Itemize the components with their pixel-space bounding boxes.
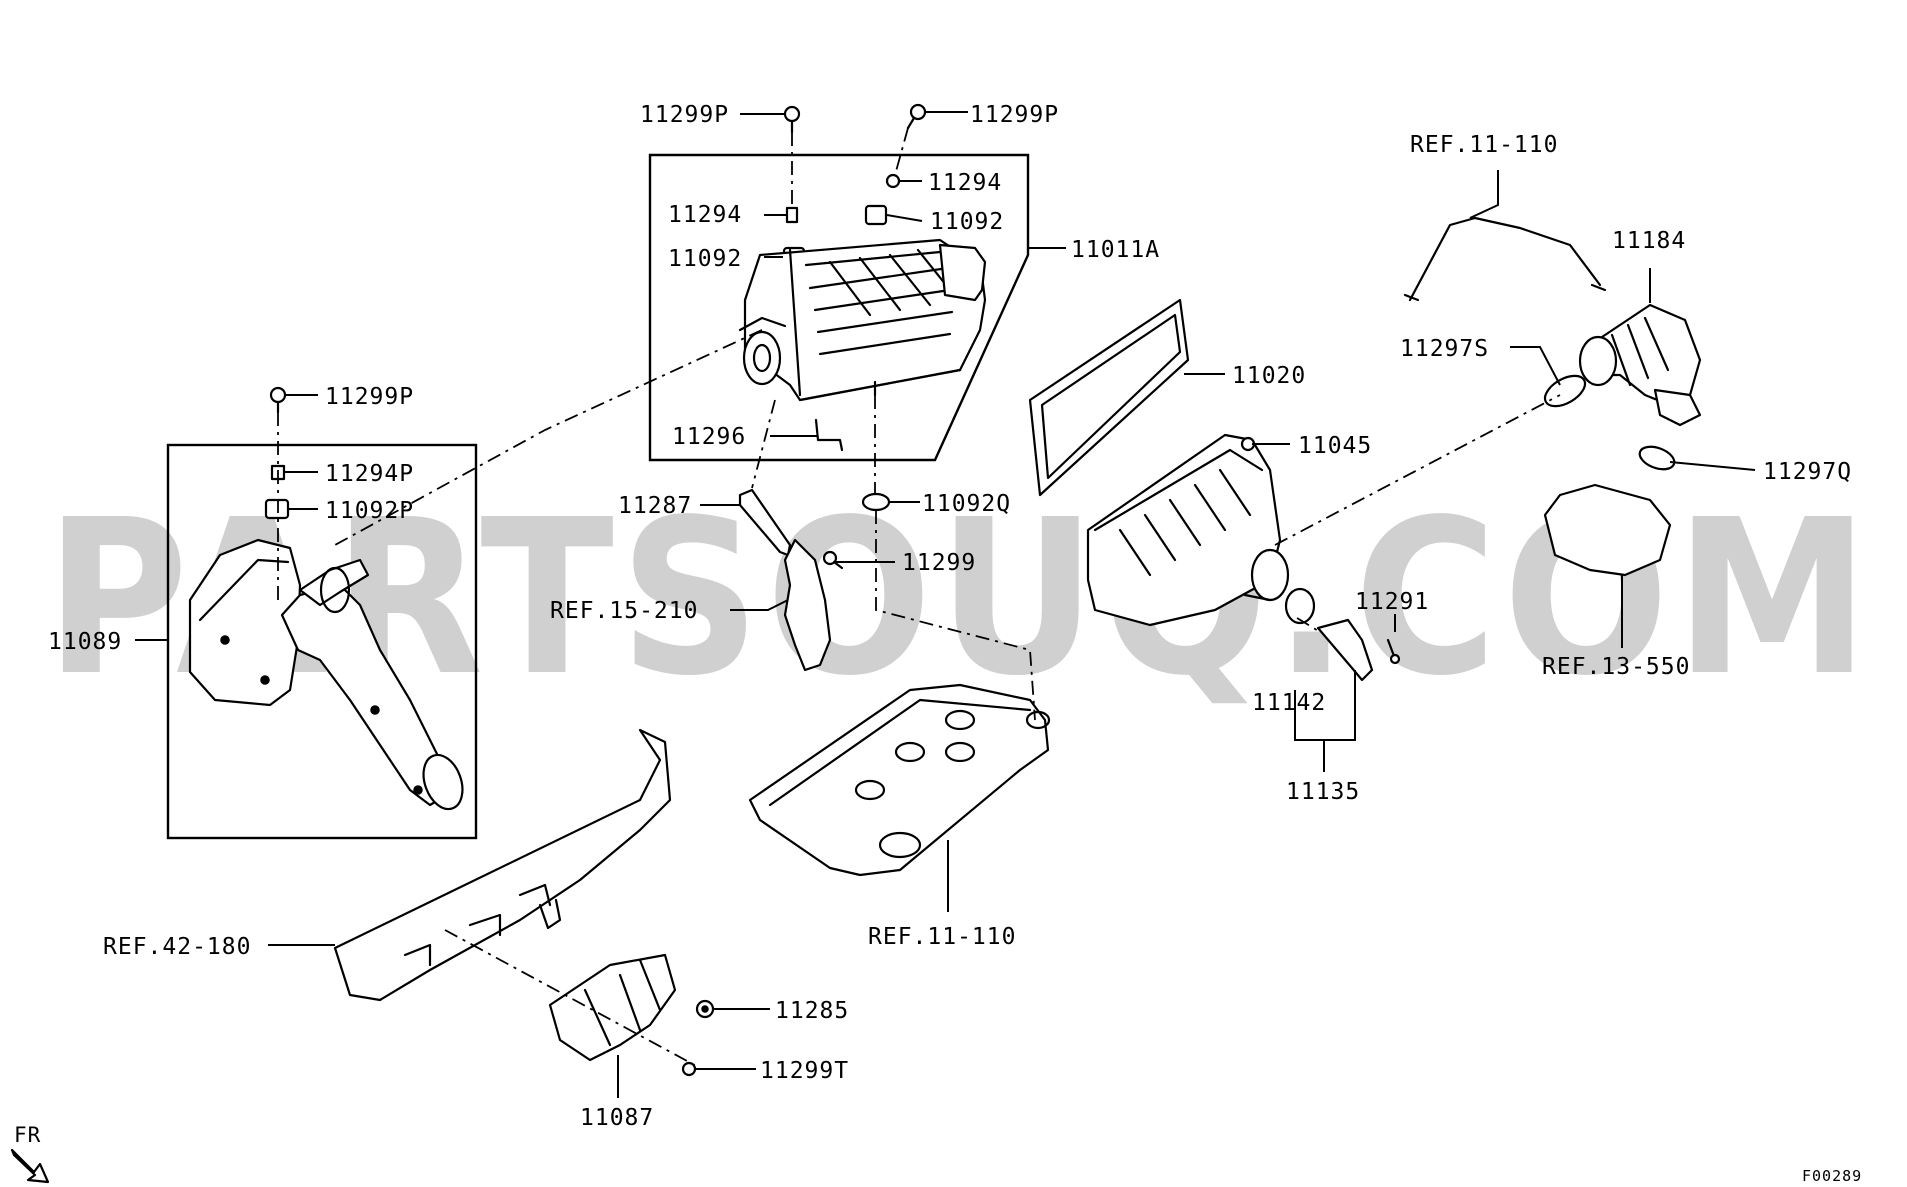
label-11087: 11087 bbox=[580, 1105, 654, 1131]
dash-11092q-down bbox=[875, 510, 1036, 721]
label-ref-42-180: REF.42-180 bbox=[103, 934, 251, 960]
air-hose-11184 bbox=[1578, 303, 1702, 427]
label-11287: 11287 bbox=[618, 493, 692, 519]
fr-label: FR bbox=[14, 1123, 41, 1147]
label-11285: 11285 bbox=[775, 998, 849, 1024]
air-cleaner-cover-frame bbox=[648, 153, 1030, 462]
label-11135: 11135 bbox=[1286, 779, 1360, 805]
label-11297s: 11297S bbox=[1400, 336, 1489, 362]
dash-11299p-b bbox=[894, 127, 909, 176]
breather-pipe bbox=[1408, 216, 1602, 302]
bolt-11299p-a bbox=[783, 105, 801, 134]
label-11184: 11184 bbox=[1612, 228, 1686, 254]
label-ref-13-550: REF.13-550 bbox=[1542, 654, 1690, 680]
label-11299t: 11299T bbox=[760, 1058, 849, 1084]
dash-case-hose bbox=[1274, 394, 1561, 546]
label-11299: 11299 bbox=[902, 550, 976, 576]
dash-oring bbox=[1296, 617, 1321, 633]
grommet-11092q bbox=[861, 492, 891, 512]
cylinder-head-cover bbox=[748, 683, 1051, 877]
label-ref-11-110-a: REF.11-110 bbox=[1410, 132, 1558, 158]
collar-11294-b bbox=[885, 173, 901, 189]
bolt-11299p-b bbox=[906, 103, 927, 130]
label-11142: 11142 bbox=[1252, 690, 1326, 716]
label-11092q: 11092Q bbox=[922, 491, 1011, 517]
label-11092-b: 11092 bbox=[930, 209, 1004, 235]
collar-11294-a bbox=[785, 206, 799, 224]
clamp-11297q bbox=[1638, 445, 1676, 471]
label-ref-11-110-b: REF.11-110 bbox=[868, 924, 1016, 950]
label-11011a: 11011A bbox=[1071, 237, 1160, 263]
grommet-11092p bbox=[264, 498, 290, 520]
label-11297q: 11297Q bbox=[1763, 459, 1852, 485]
label-11092-a: 11092 bbox=[668, 246, 742, 272]
air-flow-sensor bbox=[1316, 618, 1374, 682]
screw-11291 bbox=[1386, 638, 1401, 665]
label-11089: 11089 bbox=[48, 629, 122, 655]
label-11294-b: 11294 bbox=[928, 170, 1002, 196]
dash-cover-duct bbox=[334, 329, 763, 546]
o-ring-11142 bbox=[1284, 587, 1316, 625]
bolt-11299p-c bbox=[269, 386, 287, 414]
ref-15-210-shield bbox=[783, 538, 832, 672]
bracket-11087 bbox=[548, 953, 677, 1062]
dash-11299t bbox=[444, 929, 701, 1069]
figure-id: F00289 bbox=[1802, 1167, 1862, 1185]
air-cleaner-cover bbox=[738, 238, 987, 402]
clamp-11297s bbox=[1543, 374, 1587, 408]
label-ref-15-210: REF.15-210 bbox=[550, 598, 698, 624]
air-cleaner-case bbox=[1086, 433, 1290, 627]
air-filter-element bbox=[1028, 298, 1190, 497]
label-11294p: 11294P bbox=[325, 461, 414, 487]
label-11020: 11020 bbox=[1232, 363, 1306, 389]
label-11299p-c: 11299P bbox=[325, 384, 414, 410]
grommet-11092-b bbox=[864, 204, 888, 226]
fr-arrow-icon bbox=[10, 1148, 50, 1184]
label-11291: 11291 bbox=[1355, 589, 1429, 615]
label-11299p-a: 11299P bbox=[640, 102, 729, 128]
label-11296: 11296 bbox=[672, 424, 746, 450]
body-panel bbox=[333, 728, 672, 1002]
throttle-body bbox=[1543, 483, 1672, 577]
air-intake-duct-frame bbox=[166, 443, 478, 840]
label-11092p: 11092P bbox=[325, 498, 414, 524]
label-11299p-b: 11299P bbox=[970, 102, 1059, 128]
label-11045: 11045 bbox=[1298, 433, 1372, 459]
hose-11296 bbox=[814, 418, 844, 452]
label-11294-a: 11294 bbox=[668, 202, 742, 228]
bolt-11299 bbox=[822, 550, 844, 570]
bolt-11285 bbox=[695, 999, 715, 1019]
